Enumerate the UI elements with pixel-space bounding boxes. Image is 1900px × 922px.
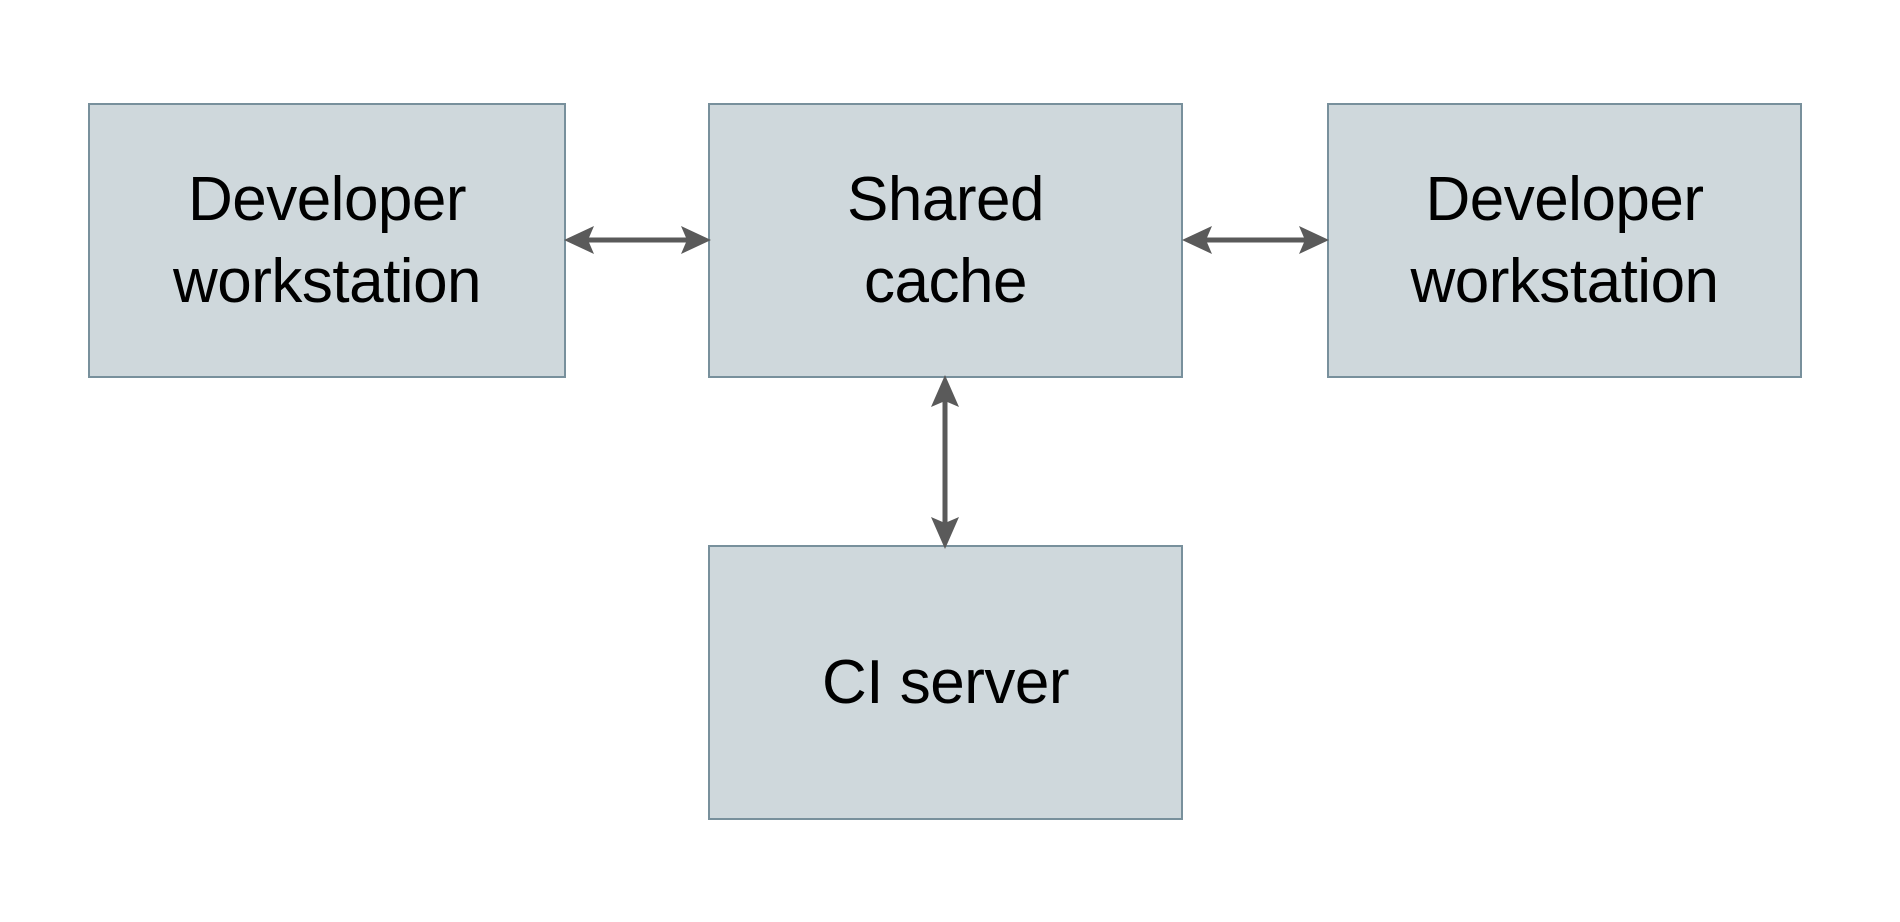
node-label: Developer workstation — [1410, 164, 1719, 316]
node-developer-workstation-left[interactable]: Developer workstation — [88, 103, 566, 378]
node-ci-server[interactable]: CI server — [708, 545, 1183, 820]
node-developer-workstation-right[interactable]: Developer workstation — [1327, 103, 1802, 378]
edge-shared-cache-to-ci-server[interactable] — [920, 372, 970, 552]
double-arrow-icon — [931, 375, 959, 549]
double-arrow-icon — [1182, 226, 1329, 254]
double-arrow-icon — [564, 226, 711, 254]
node-shared-cache[interactable]: Shared cache — [708, 103, 1183, 378]
node-label: CI server — [822, 647, 1069, 717]
edge-developer-left-to-shared-cache[interactable] — [560, 215, 715, 265]
edge-shared-cache-to-developer-right[interactable] — [1178, 215, 1333, 265]
node-label: Developer workstation — [172, 164, 482, 316]
node-label: Shared cache — [847, 164, 1044, 316]
